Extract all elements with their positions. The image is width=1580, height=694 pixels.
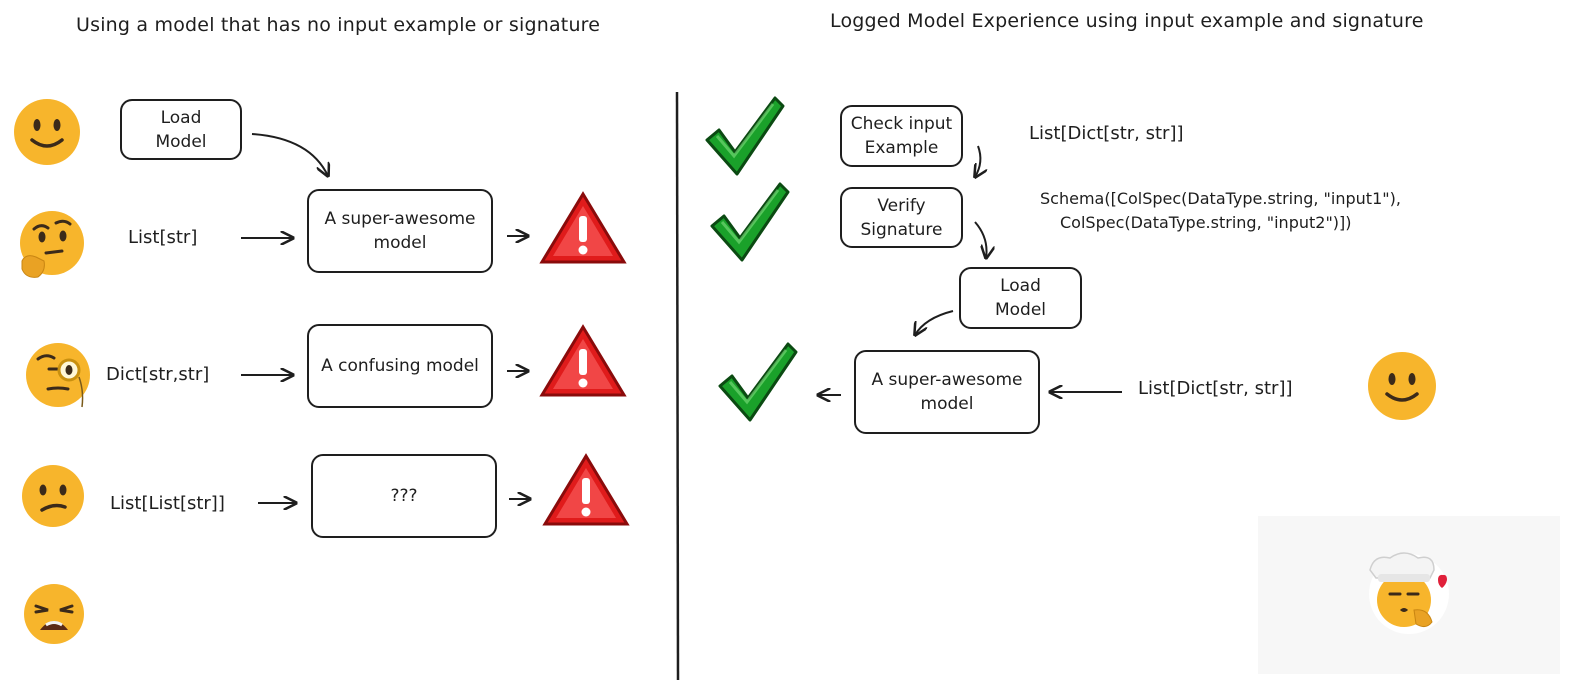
weary-face-icon	[24, 584, 84, 644]
warning-icon	[539, 191, 627, 264]
schema-line-1: Schema([ColSpec(DataType.string, "input1…	[1040, 189, 1401, 208]
check-mark-icon	[710, 182, 790, 262]
warning-icon	[539, 324, 627, 397]
arrow-load-to-model-right	[915, 310, 954, 335]
load-model-box-right: Load Model	[959, 267, 1082, 329]
arrow-check-to-verify	[975, 145, 980, 177]
check-input-example-box: Check input Example	[840, 105, 963, 167]
check-mark-icon	[705, 96, 785, 176]
thinking-face-icon	[20, 211, 84, 278]
schema-line-2: ColSpec(DataType.string, "input2")])	[1060, 213, 1352, 232]
chef-kiss-face-icon	[1369, 552, 1449, 634]
left-title: Using a model that has no input example …	[76, 14, 601, 36]
slightly-smiling-face-icon	[1368, 352, 1436, 420]
super-awesome-model-box: A super-awesome model	[307, 189, 493, 273]
confusing-model-box: A confusing model	[307, 324, 493, 408]
input-label-dict: Dict[str,str]	[106, 364, 210, 385]
arrow-load-to-model	[251, 133, 328, 176]
face-with-monocle-icon	[26, 343, 90, 408]
confused-face-icon	[22, 465, 84, 527]
right-title: Logged Model Experience using input exam…	[830, 10, 1424, 32]
super-awesome-model-box-right: A super-awesome model	[854, 350, 1040, 434]
divider-line	[675, 91, 680, 681]
check-mark-icon	[718, 342, 798, 422]
input-label-list-list: List[List[str]]	[110, 493, 225, 514]
slightly-smiling-face-icon	[14, 99, 80, 165]
unknown-model-box: ???	[311, 454, 497, 538]
input-example-type-label: List[Dict[str, str]]	[1029, 123, 1184, 144]
arrow-verify-to-load	[974, 221, 987, 258]
input-label-list-str: List[str]	[128, 227, 198, 248]
load-model-box: Load Model	[120, 99, 242, 160]
verify-signature-box: Verify Signature	[840, 187, 963, 248]
input-label-right: List[Dict[str, str]]	[1138, 378, 1293, 399]
warning-icon	[542, 453, 630, 526]
